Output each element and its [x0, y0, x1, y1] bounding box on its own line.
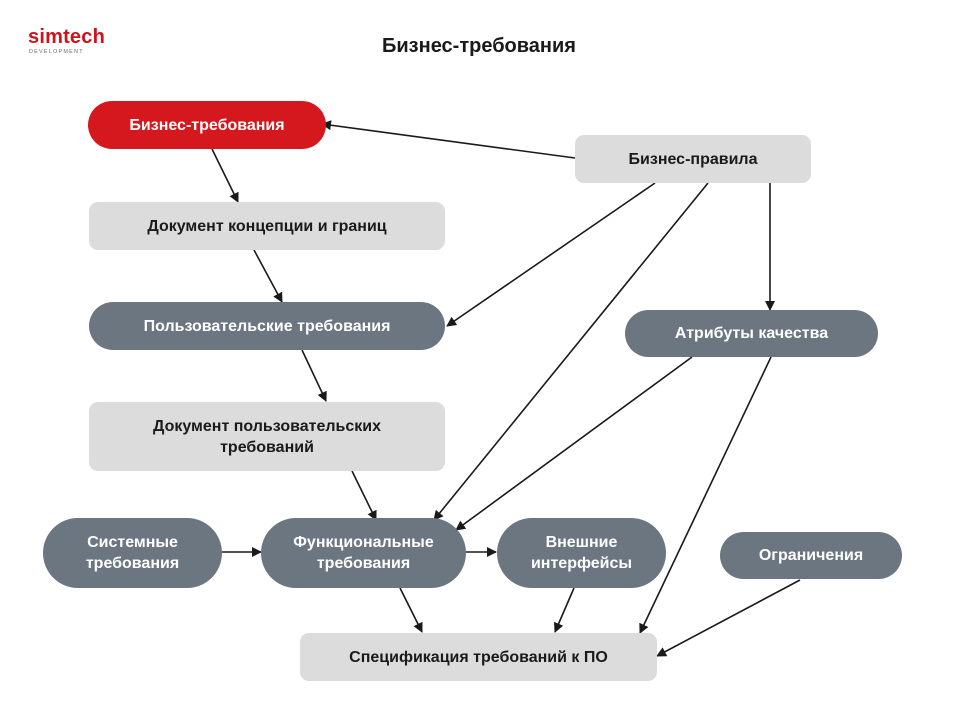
arrow-rules-to-business-req [321, 120, 576, 159]
logo-subtitle: DEVELOPMENT [29, 49, 84, 55]
node-business-requirements: Бизнес-требования [88, 101, 326, 149]
node-business-rules-label: Бизнес-правила [628, 150, 758, 168]
arrow-business-req-to-vision [211, 148, 239, 203]
arrow-functional-to-srs [399, 587, 423, 633]
page-title: Бизнес-требования [382, 35, 576, 57]
arrow-user-doc-to-functional [351, 470, 377, 521]
node-system-requirements: Системные требования [43, 518, 222, 588]
node-user-requirements: Пользовательские требования [89, 302, 445, 350]
arrow-constraints-to-srs [656, 579, 801, 657]
node-external-interfaces: Внешние интерфейсы [497, 518, 666, 588]
node-system-requirements-label: Системные требования [85, 534, 180, 572]
arrow-interfaces-to-srs [553, 587, 575, 633]
node-constraints-label: Ограничения [758, 547, 864, 564]
arrow-quality-to-srs [639, 356, 772, 634]
node-user-requirements-document: Документ пользовательских требований [89, 402, 445, 471]
arrow-user-req-to-user-doc [301, 349, 327, 402]
node-vision-scope-document-label: Документ концепции и границ [147, 217, 387, 235]
node-business-requirements-label: Бизнес-требования [129, 116, 285, 134]
arrow-rules-to-user-req [446, 182, 656, 327]
arrow-rules-to-functional [433, 182, 709, 521]
node-external-interfaces-label: Внешние интерфейсы [530, 534, 633, 572]
node-software-requirements-specification: Спецификация требований к ПО [300, 633, 657, 681]
node-software-requirements-specification-label: Спецификация требований к ПО [349, 648, 608, 666]
node-quality-attributes: Атрибуты качества [625, 310, 878, 357]
arrow-quality-to-functional [455, 356, 693, 531]
node-vision-scope-document: Документ концепции и границ [89, 202, 445, 250]
logo-wordmark: simtech [28, 26, 105, 48]
node-functional-requirements-label: Функциональные требования [293, 534, 434, 572]
simtech-logo: simtech DEVELOPMENT [28, 26, 105, 56]
arrow-vision-to-user-req [253, 249, 283, 303]
node-business-rules: Бизнес-правила [575, 135, 811, 183]
node-quality-attributes-label: Атрибуты качества [674, 325, 829, 342]
node-user-requirements-document-label: Документ пользовательских требований [152, 417, 381, 456]
node-constraints: Ограничения [720, 532, 902, 579]
node-user-requirements-label: Пользовательские требования [143, 317, 391, 335]
node-functional-requirements: Функциональные требования [261, 518, 466, 588]
